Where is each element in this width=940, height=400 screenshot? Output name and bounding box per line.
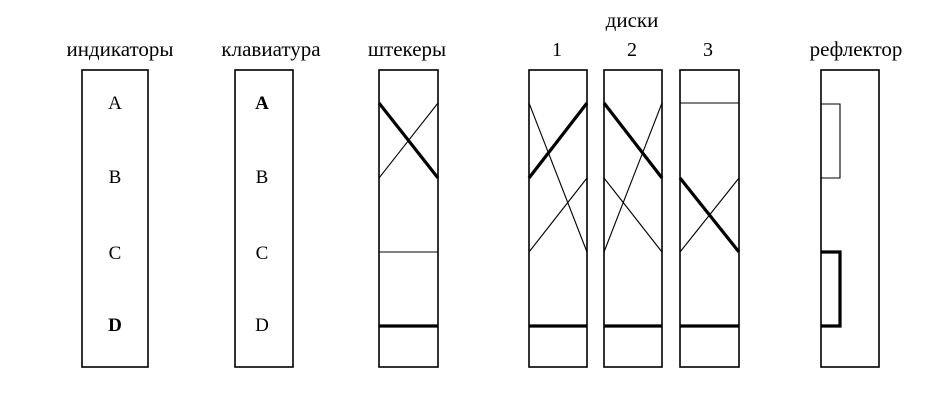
reflector-loop-a-b	[821, 103, 841, 179]
reflector-label: рефлектор	[810, 37, 903, 61]
reflector-panel	[820, 69, 880, 368]
plugboard-wire-b-to-a	[378, 102, 439, 179]
disk-1-wire-c-to-b	[528, 177, 588, 253]
disk-1-wire-a-to-c	[528, 102, 588, 253]
disk-2-number: 2	[627, 39, 637, 61]
keyboard-key-d: D	[255, 315, 269, 336]
disk-1-panel	[528, 69, 588, 368]
indicator-letter-d-lit: D	[108, 315, 122, 336]
disk-1-number: 1	[552, 39, 562, 61]
keyboard-key-b: B	[256, 167, 269, 188]
plugboard-panel	[378, 69, 439, 368]
plugs-label: штекеры	[368, 37, 446, 61]
keyboard-panel	[234, 69, 294, 368]
indicator-letter-c: C	[109, 243, 122, 264]
disk-1-wire-b-to-a	[527, 102, 589, 179]
disk-3-wire-c-to-b	[679, 177, 740, 253]
disk-2-wire-a-to-b	[602, 102, 664, 179]
disk-2-wire-c-to-a	[603, 102, 663, 253]
keyboard-label: клавиатура	[221, 37, 321, 61]
indicators-panel	[81, 69, 149, 368]
disk-2-wire-b-to-c	[603, 177, 663, 253]
disk-2-panel	[603, 69, 663, 368]
reflector-loop-c-d	[821, 250, 842, 328]
keyboard-key-c: C	[256, 243, 269, 264]
indicator-letter-a: A	[108, 93, 122, 114]
indicator-letter-b: B	[109, 167, 122, 188]
disk-3-panel	[679, 69, 740, 368]
indicators-label: индикаторы	[66, 37, 173, 61]
keyboard-key-a-pressed: A	[255, 93, 269, 114]
disk-3-number: 3	[703, 39, 713, 61]
disks-label: диски	[606, 8, 659, 32]
